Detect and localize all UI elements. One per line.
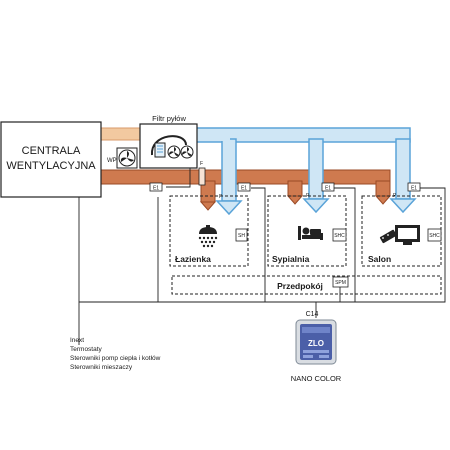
shc-label: SHC <box>334 233 345 239</box>
nano-color-panel: C14 ZLO NANO COLOR <box>291 311 342 383</box>
control-wiring <box>78 168 446 345</box>
sh-label: SH <box>238 233 245 239</box>
e1-label: E1 <box>241 186 247 192</box>
legend-item: Termostaty <box>70 346 103 353</box>
central-unit-label-line2: WENTYLACYJNA <box>6 160 96 172</box>
room-sypialnia: Sypialnia SHC <box>267 195 347 267</box>
room-lazienka: Łazienka SH <box>169 195 249 267</box>
room-label: Salon <box>368 254 391 264</box>
e1-box <box>321 182 335 192</box>
supply-duct <box>194 127 417 216</box>
spm-label: SPM <box>335 280 346 286</box>
heat-pump-fan: WP <box>107 147 138 169</box>
dust-filter: Filtr pyłów <box>139 114 198 169</box>
intake-duct <box>99 127 141 141</box>
legend-item: Inext <box>70 337 84 344</box>
e1-box <box>237 182 251 192</box>
room-przedpokoj: Przedpokój SPM <box>171 275 442 295</box>
room-salon: Salon SHC <box>361 195 442 267</box>
filter-label: Filtr pyłów <box>152 114 186 123</box>
shower-icon <box>198 225 218 248</box>
e1-box <box>149 182 163 192</box>
room-label: Łazienka <box>175 254 211 264</box>
bed-icon <box>298 226 323 240</box>
legend-item: Sterowniki mieszaczy <box>70 364 133 371</box>
e1-label: E1 <box>325 186 331 192</box>
bus-label: C14 <box>306 311 319 318</box>
shc-sensor <box>427 228 442 242</box>
e1-box <box>407 182 421 192</box>
p-label: P <box>219 194 223 200</box>
legend: Inext Termostaty Sterowniki pomp ciepła … <box>70 337 161 371</box>
tv-remote-icon <box>379 225 420 245</box>
shc-label: SHC <box>429 233 440 239</box>
shc-sensor <box>332 228 347 242</box>
spm-sensor <box>332 276 349 288</box>
room-label: Przedpokój <box>277 281 323 291</box>
legend-item: Sterowniki pomp ciepła i kotłów <box>70 355 161 362</box>
e1-controllers: E1 E1 E1 E1 <box>149 182 421 192</box>
room-label: Sypialnia <box>272 254 310 264</box>
panel-name: NANO COLOR <box>291 374 342 383</box>
sh-sensor <box>235 228 248 242</box>
wp-label: WP <box>107 158 117 164</box>
central-unit-label-line1: CENTRALA <box>22 145 81 157</box>
f-sensor: F <box>198 161 206 186</box>
e1-label: E1 <box>153 186 159 192</box>
central-unit: CENTRALA WENTYLACYJNA <box>0 121 102 198</box>
e1-label: E1 <box>411 186 417 192</box>
f-label: F <box>200 161 203 167</box>
panel-screen-text: ZLO <box>308 339 324 348</box>
